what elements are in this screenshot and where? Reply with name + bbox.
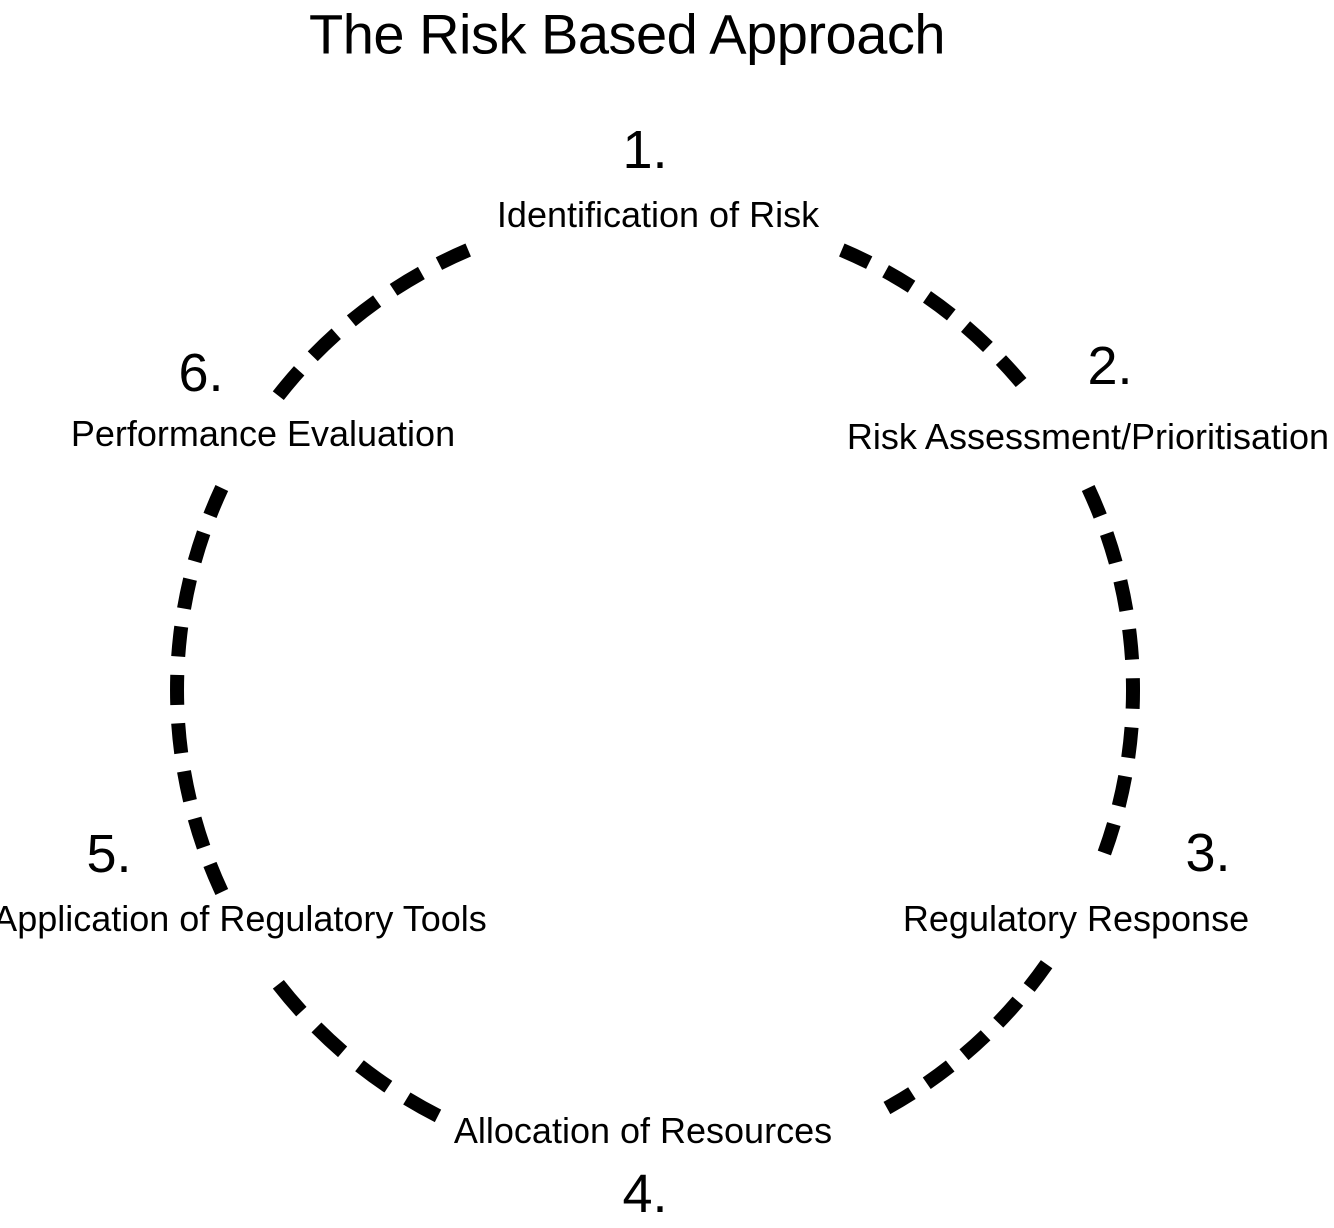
step-3-number: 3. (1185, 823, 1231, 883)
step-5-label: Application of Regulatory Tools (0, 898, 487, 939)
cycle-arc (883, 960, 1053, 1115)
step-4-label: Allocation of Resources (453, 1110, 833, 1151)
cycle-arc (272, 243, 471, 401)
step-2-label: Risk Assessment/Prioritisation (846, 416, 1330, 457)
cycle-arc (272, 979, 442, 1123)
step-5-number: 5. (86, 824, 132, 884)
step-4-number: 4. (622, 1164, 668, 1224)
step-6-number: 6. (178, 343, 224, 403)
cycle-arc (170, 485, 229, 895)
cycle-arc (1081, 485, 1140, 856)
cycle-arc (839, 243, 1027, 388)
step-6-label: Performance Evaluation (70, 413, 456, 454)
step-2-number: 2. (1087, 336, 1133, 396)
step-3-label: Regulatory Response (902, 898, 1250, 939)
step-1-label: Identification of Risk (496, 194, 820, 235)
diagram-title: The Risk Based Approach (309, 2, 945, 66)
step-1-number: 1. (622, 120, 668, 180)
